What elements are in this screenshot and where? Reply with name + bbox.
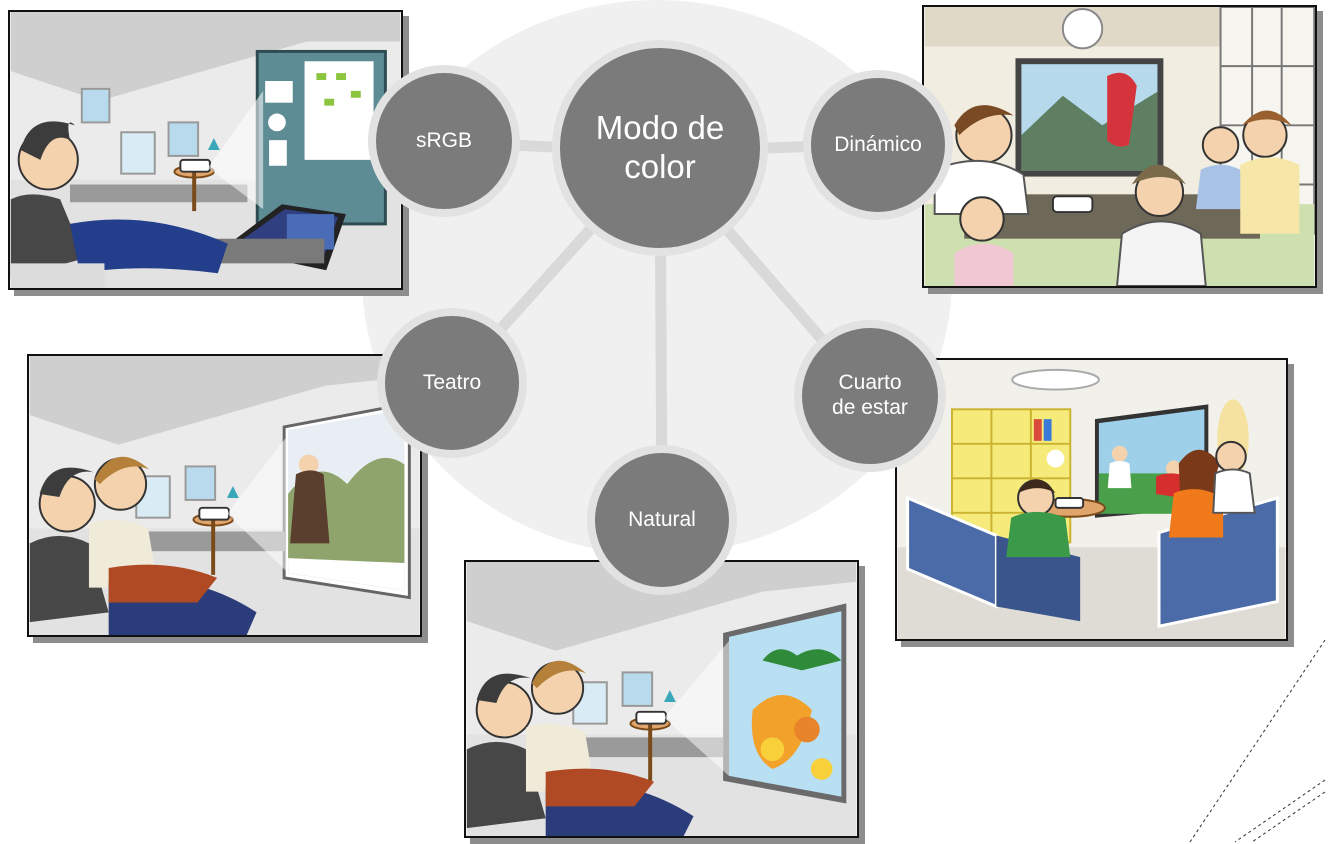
mode-node-cuarto-label: Cuarto de estar: [832, 371, 908, 419]
living-room-soccer-illustration: [897, 360, 1286, 639]
color-mode-hub: Modo de color: [552, 40, 768, 256]
mode-node-dinamico: Dinámico: [803, 70, 953, 220]
mode-node-teatro: Teatro: [377, 308, 527, 458]
room-nature-image-illustration: [466, 562, 857, 836]
mode-node-natural: Natural: [587, 445, 737, 595]
mode-node-srgb: sRGB: [368, 65, 520, 217]
presentation-room-illustration: [10, 12, 401, 288]
mode-node-cuarto: Cuarto de estar: [794, 320, 946, 472]
color-mode-hub-label: Modo de color: [595, 109, 725, 185]
mode-node-teatro-label: Teatro: [422, 370, 482, 394]
scene-panel-teatro: [27, 354, 422, 637]
scene-panel-srgb: [8, 10, 403, 290]
scene-panel-natural: [464, 560, 859, 838]
scene-panel-cuarto: [895, 358, 1288, 641]
tatami-room-family-illustration: [924, 7, 1315, 286]
dark-theater-room-illustration: [29, 356, 420, 635]
mode-node-dinamico-label: Dinámico: [834, 132, 922, 156]
scene-panel-dinamico: [922, 5, 1317, 288]
mode-node-natural-label: Natural: [628, 507, 696, 531]
mode-node-srgb-label: sRGB: [415, 128, 472, 152]
